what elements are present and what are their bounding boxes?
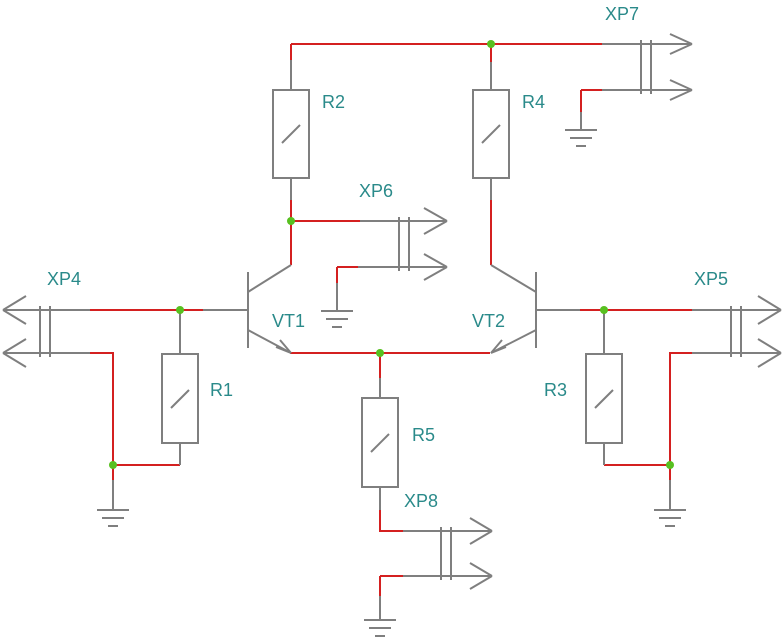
resistor-r1: [161, 353, 199, 444]
junction-dot: [109, 461, 117, 469]
label-r4: R4: [522, 92, 545, 112]
ground-icon: [654, 480, 686, 527]
connector-xp7: [602, 33, 693, 101]
connector-xp4: [2, 295, 90, 368]
ground-icon: [321, 283, 353, 328]
ground-right: [654, 480, 686, 527]
ground-xp6: [321, 283, 353, 328]
ground-xp8: [364, 596, 396, 637]
junction-dot: [487, 40, 495, 48]
junction-dot: [376, 349, 384, 357]
label-xp5: XP5: [694, 269, 728, 289]
label-r5: R5: [412, 425, 435, 445]
two-pin-connector-icon: [2, 295, 90, 368]
junction-dot: [176, 306, 184, 314]
junction-dot: [600, 306, 608, 314]
label-vt2: VT2: [472, 311, 505, 331]
label-r2: R2: [322, 92, 345, 112]
connector-xp8: [403, 517, 493, 590]
labels: R1 R2 R3 R4 R5 VT1 VT2 XP4 XP5 XP6 XP7 X…: [47, 4, 728, 511]
transistor-vt1: [247, 264, 292, 354]
junction-dot: [287, 217, 295, 225]
label-vt1: VT1: [272, 311, 305, 331]
label-xp6: XP6: [359, 181, 393, 201]
junctions: [109, 40, 674, 469]
ground-icon: [97, 480, 129, 527]
label-r1: R1: [210, 380, 233, 400]
wires: [90, 43, 692, 596]
npn-transistor-icon: [490, 264, 537, 354]
label-xp8: XP8: [404, 491, 438, 511]
label-xp4: XP4: [47, 269, 81, 289]
resistor-r3: [585, 353, 623, 444]
wire-xp8-ground: [379, 575, 403, 596]
two-pin-connector-icon: [358, 207, 448, 281]
ground-icon: [565, 112, 597, 147]
resistor-r5: [361, 397, 399, 488]
transistor-vt2: [490, 264, 537, 354]
wire-xp8-signal: [379, 510, 403, 532]
wire-xp7-ground: [580, 89, 602, 112]
two-pin-connector-icon: [692, 295, 782, 368]
connector-xp6: [358, 207, 448, 281]
two-pin-connector-icon: [403, 517, 493, 590]
ground-icon: [364, 596, 396, 637]
label-r3: R3: [544, 380, 567, 400]
npn-transistor-icon: [247, 264, 292, 354]
label-xp7: XP7: [605, 4, 639, 24]
two-pin-connector-icon: [602, 33, 693, 101]
resistor-r2: [272, 89, 310, 179]
connector-xp5: [692, 295, 782, 368]
component-leads: [179, 60, 605, 510]
resistor-r4: [472, 89, 510, 179]
ground-left: [97, 480, 129, 527]
ground-xp7: [565, 112, 597, 147]
wire-xp6-ground: [336, 266, 358, 283]
junction-dot: [666, 461, 674, 469]
